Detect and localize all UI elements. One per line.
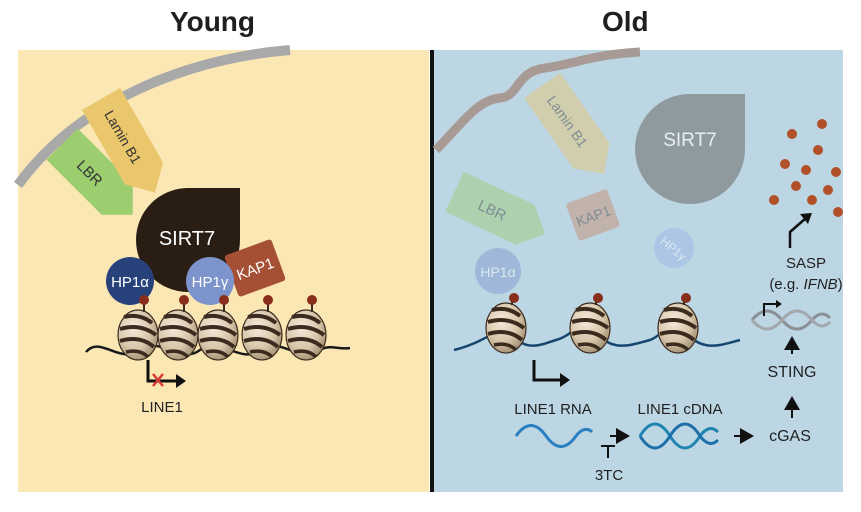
kap1-protein-faded: KAP1 (566, 189, 620, 241)
hp1a-label: HP1α (111, 274, 149, 291)
nuclear-envelope-degraded (432, 47, 641, 154)
blocked-transcription-arrow (146, 360, 186, 388)
lbr-protein: LBR (46, 128, 133, 215)
old-panel: LBR Lamin B1 KAP1 HP1α HP1γ SIRT7 (432, 47, 843, 492)
sting-label: STING (768, 364, 817, 381)
nucleosome (116, 295, 160, 362)
hp1g-label: HP1γ (192, 274, 229, 291)
sasp-label: SASP (786, 255, 826, 272)
sasp-secreted-factors (769, 119, 843, 217)
line1-cdna-label: LINE1 cDNA (637, 401, 722, 418)
hp1g-protein: HP1γ (186, 257, 234, 305)
line1-cdna-strand (638, 422, 720, 450)
ifnb-gene-dna (750, 300, 832, 331)
nucleosome (196, 295, 240, 362)
sirt7-label: SIRT7 (159, 228, 215, 250)
sasp-example-suffix: ) (838, 276, 843, 293)
sirt7-protein-faded: SIRT7 (635, 94, 745, 204)
nucleosome (656, 293, 700, 355)
lbr-protein-faded: LBR (445, 171, 546, 245)
sasp-example-gene: IFNB (804, 276, 838, 293)
nucleosome (284, 295, 328, 362)
hp1g-protein-faded: HP1γ (654, 228, 694, 268)
nucleosome (568, 293, 612, 355)
secretion-arrow (788, 213, 812, 248)
panel-divider (430, 50, 434, 492)
young-panel: LBR Lamin B1 SIRT7 KAP1 HP1α HP1γ (13, 45, 429, 492)
nucleosome (156, 295, 200, 362)
old-panel-title: Old (602, 6, 649, 37)
cgas-label: cGAS (769, 428, 811, 445)
hp1a-protein-faded: HP1α (475, 248, 521, 294)
old-panel-background (434, 50, 843, 492)
kap1-protein: KAP1 (224, 239, 286, 297)
young-panel-title: Young (170, 6, 256, 37)
nucleosome (484, 293, 528, 355)
sirt7-label-faded: SIRT7 (663, 130, 717, 151)
3tc-label: 3TC (595, 467, 624, 484)
sasp-example-prefix: (e.g. (769, 276, 803, 293)
inhibition-bar-icon (601, 445, 615, 458)
lamin-b1-protein: Lamin B1 (81, 87, 164, 193)
sasp-example: (e.g. IFNB) (769, 276, 842, 293)
line1-rna-label: LINE1 RNA (514, 401, 592, 418)
block-x-icon (152, 373, 164, 387)
line1-rna-strand (514, 424, 594, 448)
line1-label: LINE1 (141, 399, 183, 416)
transcription-arrow (532, 360, 570, 387)
hp1a-label-faded: HP1α (480, 264, 515, 280)
nucleosome (240, 295, 284, 362)
hp1a-protein: HP1α (106, 257, 154, 305)
nuclear-envelope (13, 45, 291, 188)
